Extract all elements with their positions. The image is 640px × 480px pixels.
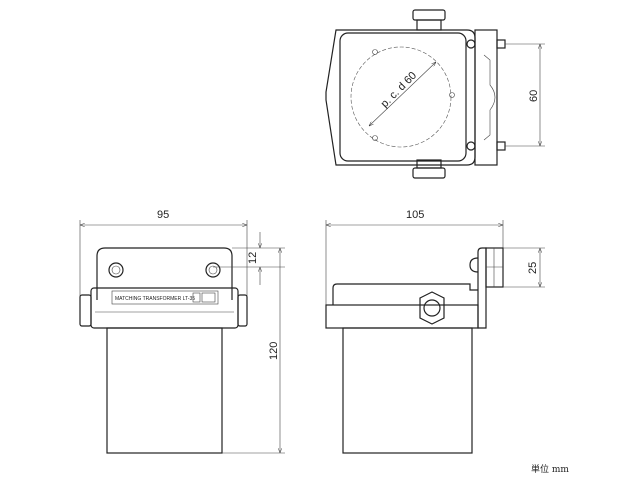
pcd-label: p. c. d 60 (379, 70, 419, 110)
dim-120: 120 (268, 342, 280, 360)
dim-105: 105 (406, 209, 424, 221)
dim-25: 25 (527, 262, 539, 274)
top-view: p. c. d 60 60 (325, 9, 545, 179)
product-label: MATCHING TRANSFORMER LT-35 (115, 296, 195, 302)
front-view: 95 12 MATCHING TRANSFORMER LT-35 120 (79, 209, 285, 454)
dim-60-mount: 60 (528, 90, 540, 102)
dim-12: 12 (247, 252, 259, 264)
pcd-circle (350, 46, 452, 148)
dim-95: 95 (157, 209, 169, 221)
unit-label: 単位 mm (531, 465, 569, 475)
side-view: 105 25 (325, 209, 545, 454)
